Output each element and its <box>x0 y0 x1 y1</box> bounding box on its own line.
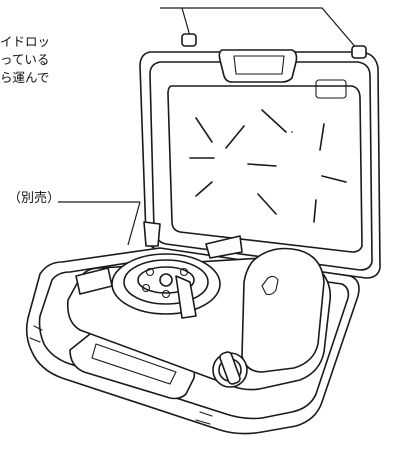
case-lid <box>139 33 381 279</box>
lock-right-icon <box>351 45 367 59</box>
lock-left-icon <box>181 33 197 47</box>
sold-separately-label: （別売） <box>8 191 61 206</box>
side-line-2: っている <box>0 52 50 67</box>
side-line-3: ら運んで <box>0 70 50 85</box>
portable-stove <box>66 221 332 391</box>
leader-lines <box>58 7 359 246</box>
lock-description: イドロッ っている ら運んで <box>0 33 50 87</box>
side-line-1: イドロッ <box>0 34 51 49</box>
